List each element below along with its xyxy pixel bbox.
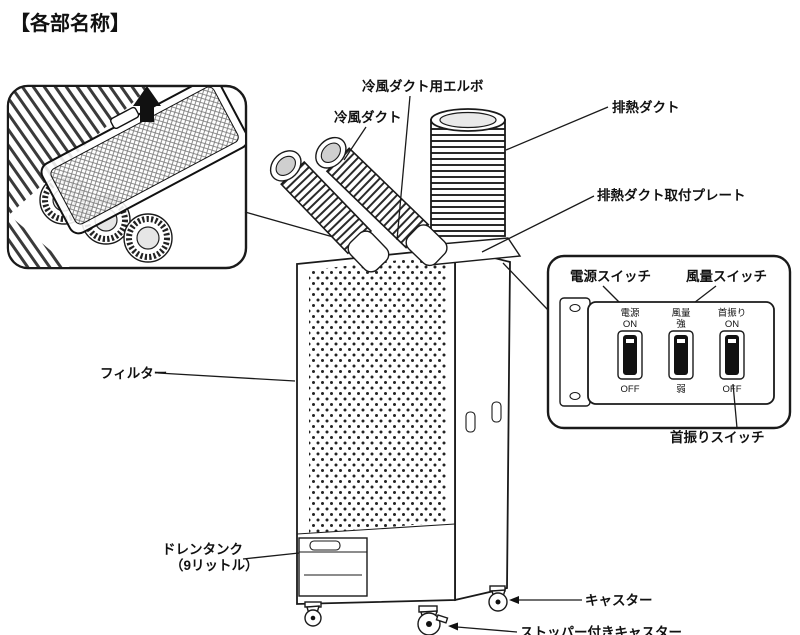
svg-text:冷風ダクト用エルボ: 冷風ダクト用エルボ	[362, 78, 484, 94]
svg-text:排熱ダクト取付プレート: 排熱ダクト取付プレート	[597, 187, 746, 203]
airflow-switch[interactable]: 風量 強 弱	[668, 308, 694, 395]
label-exhaust-duct: 排熱ダクト	[505, 99, 680, 151]
stopper-pedal	[435, 614, 449, 624]
svg-text:OFF: OFF	[621, 384, 640, 395]
cold-duct-elbow-front	[347, 230, 390, 273]
drain-tank	[298, 537, 368, 597]
cold-duct-front	[269, 150, 390, 273]
svg-text:ON: ON	[623, 319, 637, 330]
svg-text:電源: 電源	[620, 308, 640, 319]
label-caster: キャスター	[509, 593, 653, 608]
remove-arrow-icon	[133, 87, 161, 122]
svg-text:弱: 弱	[676, 384, 686, 395]
caster-arrow-icon	[509, 596, 519, 604]
panel-bracket	[559, 297, 591, 407]
caster-rear-left	[304, 601, 322, 627]
caster-front-stopper	[417, 605, 449, 635]
label-elbow: 冷風ダクト用エルボ	[362, 78, 484, 241]
svg-text:首振りスイッチ: 首振りスイッチ	[670, 429, 765, 445]
svg-text:首振り: 首振り	[718, 307, 747, 319]
svg-text:強: 強	[676, 318, 686, 330]
svg-text:ドレンタンク: ドレンタンク	[162, 542, 243, 557]
stopper-caster-arrow-icon	[448, 622, 458, 631]
page-title: 【各部名称】	[10, 11, 130, 35]
unit-body	[269, 108, 522, 635]
front-grille	[309, 255, 446, 534]
svg-text:フィルター: フィルター	[100, 366, 167, 381]
cold-duct-elbow-rear	[405, 224, 448, 267]
exhaust-duct	[430, 108, 506, 237]
panel-inset-leader	[502, 262, 549, 311]
caster-right	[488, 585, 508, 612]
duct-opening-3	[123, 213, 173, 263]
label-power-switch: 電源スイッチ	[570, 268, 651, 284]
svg-text:OFF: OFF	[723, 384, 742, 395]
tank-compartment-line	[296, 523, 456, 535]
side-slot-1	[465, 411, 476, 433]
panel-inset-frame	[546, 254, 792, 430]
cold-duct-rear	[315, 136, 448, 267]
duct-surface-corrugation-2	[9, 215, 70, 267]
label-cold-duct: 冷風ダクト	[334, 109, 402, 161]
label-swing-switch: 首振りスイッチ	[670, 383, 765, 445]
svg-text:キャスター: キャスター	[585, 593, 653, 608]
svg-text:排熱ダクト: 排熱ダクト	[612, 99, 680, 115]
svg-text:風量: 風量	[671, 308, 691, 319]
label-filter: フィルター	[100, 366, 296, 382]
label-airflow-switch: 風量スイッチ	[686, 269, 767, 284]
side-slot-2	[491, 401, 502, 423]
filter-inset-content	[9, 87, 245, 267]
svg-text:冷風ダクト: 冷風ダクト	[334, 109, 402, 125]
swing-switch[interactable]: 首振り ON OFF	[718, 307, 747, 395]
label-stopper-caster: ストッパー付きキャスター	[448, 622, 682, 635]
label-drain-tank: ドレンタンク （9リットル）	[162, 542, 300, 573]
label-exhaust-plate: 排熱ダクト取付プレート	[481, 187, 746, 253]
svg-text:ON: ON	[725, 319, 739, 330]
filter-panel	[40, 87, 245, 235]
filter-inset-frame	[6, 84, 248, 270]
unit-side-face	[454, 246, 511, 602]
power-switch[interactable]: 電源 ON OFF	[617, 308, 643, 395]
filter-inset	[6, 84, 373, 270]
svg-text:（9リットル）: （9リットル）	[170, 558, 259, 573]
control-panel-inset: 電源スイッチ 風量スイッチ 電源 ON OFF 風量 強 弱	[546, 254, 792, 445]
svg-text:ストッパー付きキャスター: ストッパー付きキャスター	[520, 624, 682, 635]
